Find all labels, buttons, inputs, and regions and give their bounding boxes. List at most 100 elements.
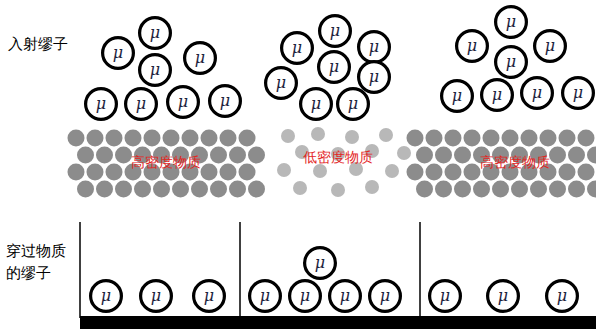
muon-symbol: μ	[452, 88, 462, 104]
particle-dot	[587, 147, 596, 164]
circle-shape	[305, 248, 336, 279]
circle-shape	[126, 89, 157, 120]
circle-shape	[522, 78, 553, 109]
muon-symbol: μ	[330, 23, 340, 39]
particle-dot	[182, 130, 199, 147]
particle-dot	[578, 164, 595, 181]
particle-dot	[191, 181, 208, 198]
circle-shape	[301, 89, 332, 120]
particle-dot	[163, 130, 180, 147]
muon-symbol: μ	[292, 40, 302, 56]
muon-symbol: μ	[348, 96, 358, 112]
muon-symbol: μ	[113, 45, 123, 61]
row-label: 入射缪子	[8, 35, 68, 54]
particle-dot	[210, 181, 227, 198]
muon-circle: μ	[317, 50, 351, 84]
circle-shape	[141, 281, 172, 312]
particle-dot	[549, 147, 566, 164]
circle-shape	[457, 31, 488, 62]
particle-dot	[172, 181, 189, 198]
muon-circle: μ	[138, 16, 172, 50]
particle-dot	[134, 181, 151, 198]
particle-dot	[454, 181, 471, 198]
muon-symbol: μ	[329, 59, 339, 75]
particle-dot	[397, 146, 411, 160]
particle-dot	[345, 130, 359, 144]
muon-symbol: μ	[220, 93, 230, 109]
circle-shape	[359, 32, 390, 63]
circle-shape	[185, 43, 216, 74]
muon-circle: μ	[280, 31, 314, 65]
particle-dot	[115, 181, 132, 198]
particle-dot	[106, 130, 123, 147]
circle-shape	[496, 7, 527, 38]
muon-circle: μ	[561, 76, 595, 110]
particle-dot	[87, 164, 104, 181]
muon-symbol: μ	[276, 75, 286, 91]
matter-particles	[68, 127, 596, 198]
particle-dot	[426, 164, 443, 181]
particle-dot	[435, 181, 452, 198]
particle-dot	[106, 164, 123, 181]
circle-shape	[488, 281, 519, 312]
circle-shape	[282, 33, 313, 64]
particle-dot	[96, 147, 113, 164]
circle-shape	[547, 281, 578, 312]
particle-dot	[68, 130, 85, 147]
row-label: 穿过物质 的缪子	[6, 240, 70, 285]
muon-circle: μ	[138, 53, 172, 87]
circle-shape	[194, 281, 225, 312]
circle-shape	[496, 47, 527, 78]
particle-dot	[407, 164, 424, 181]
muon-circle: μ	[455, 29, 489, 63]
muon-symbol: μ	[178, 94, 188, 110]
particle-dot	[385, 164, 399, 178]
particle-dot	[445, 164, 462, 181]
particle-dot	[313, 164, 327, 178]
particle-dot	[511, 181, 528, 198]
divider-line	[79, 222, 81, 318]
material-label: 高密度物质	[131, 154, 201, 172]
muon-circle: μ	[208, 84, 242, 118]
muon-circle: μ	[124, 87, 158, 121]
particle-dot	[483, 130, 500, 147]
particle-dot	[416, 147, 433, 164]
particle-dot	[559, 164, 576, 181]
circle-shape	[320, 16, 351, 47]
muon-circle: μ	[299, 87, 333, 121]
circle-shape	[140, 18, 171, 49]
particle-dot	[96, 181, 113, 198]
particle-dot	[568, 147, 585, 164]
muon-circle: μ	[318, 14, 352, 48]
particle-dot	[407, 130, 424, 147]
muon-circle: μ	[288, 279, 322, 313]
muon-symbol: μ	[150, 62, 160, 78]
detector-bar	[80, 316, 596, 329]
muon-circle: μ	[545, 279, 579, 313]
muon-symbol: μ	[369, 39, 379, 55]
particle-dot	[229, 181, 246, 198]
particle-dot	[502, 130, 519, 147]
muon-circle: μ	[101, 36, 135, 70]
particle-dot	[144, 130, 161, 147]
muon-symbol: μ	[150, 25, 160, 41]
muon-circle: μ	[357, 60, 391, 94]
divider-line	[239, 222, 241, 318]
muon-symbol: μ	[545, 38, 555, 54]
circle-shape	[338, 89, 369, 120]
particle-dot	[426, 130, 443, 147]
muon-circle: μ	[533, 29, 567, 63]
circle-shape	[290, 281, 321, 312]
muon-symbol: μ	[369, 69, 379, 85]
particle-dot	[568, 181, 585, 198]
muon-circle: μ	[303, 246, 337, 280]
muon-symbol: μ	[311, 96, 321, 112]
muon-circle: μ	[428, 279, 462, 313]
particle-dot	[311, 127, 325, 141]
muon-circle: μ	[84, 87, 118, 121]
circle-shape	[140, 55, 171, 86]
muon-symbol: μ	[96, 96, 106, 112]
circle-shape	[430, 281, 461, 312]
particle-dot	[153, 181, 170, 198]
